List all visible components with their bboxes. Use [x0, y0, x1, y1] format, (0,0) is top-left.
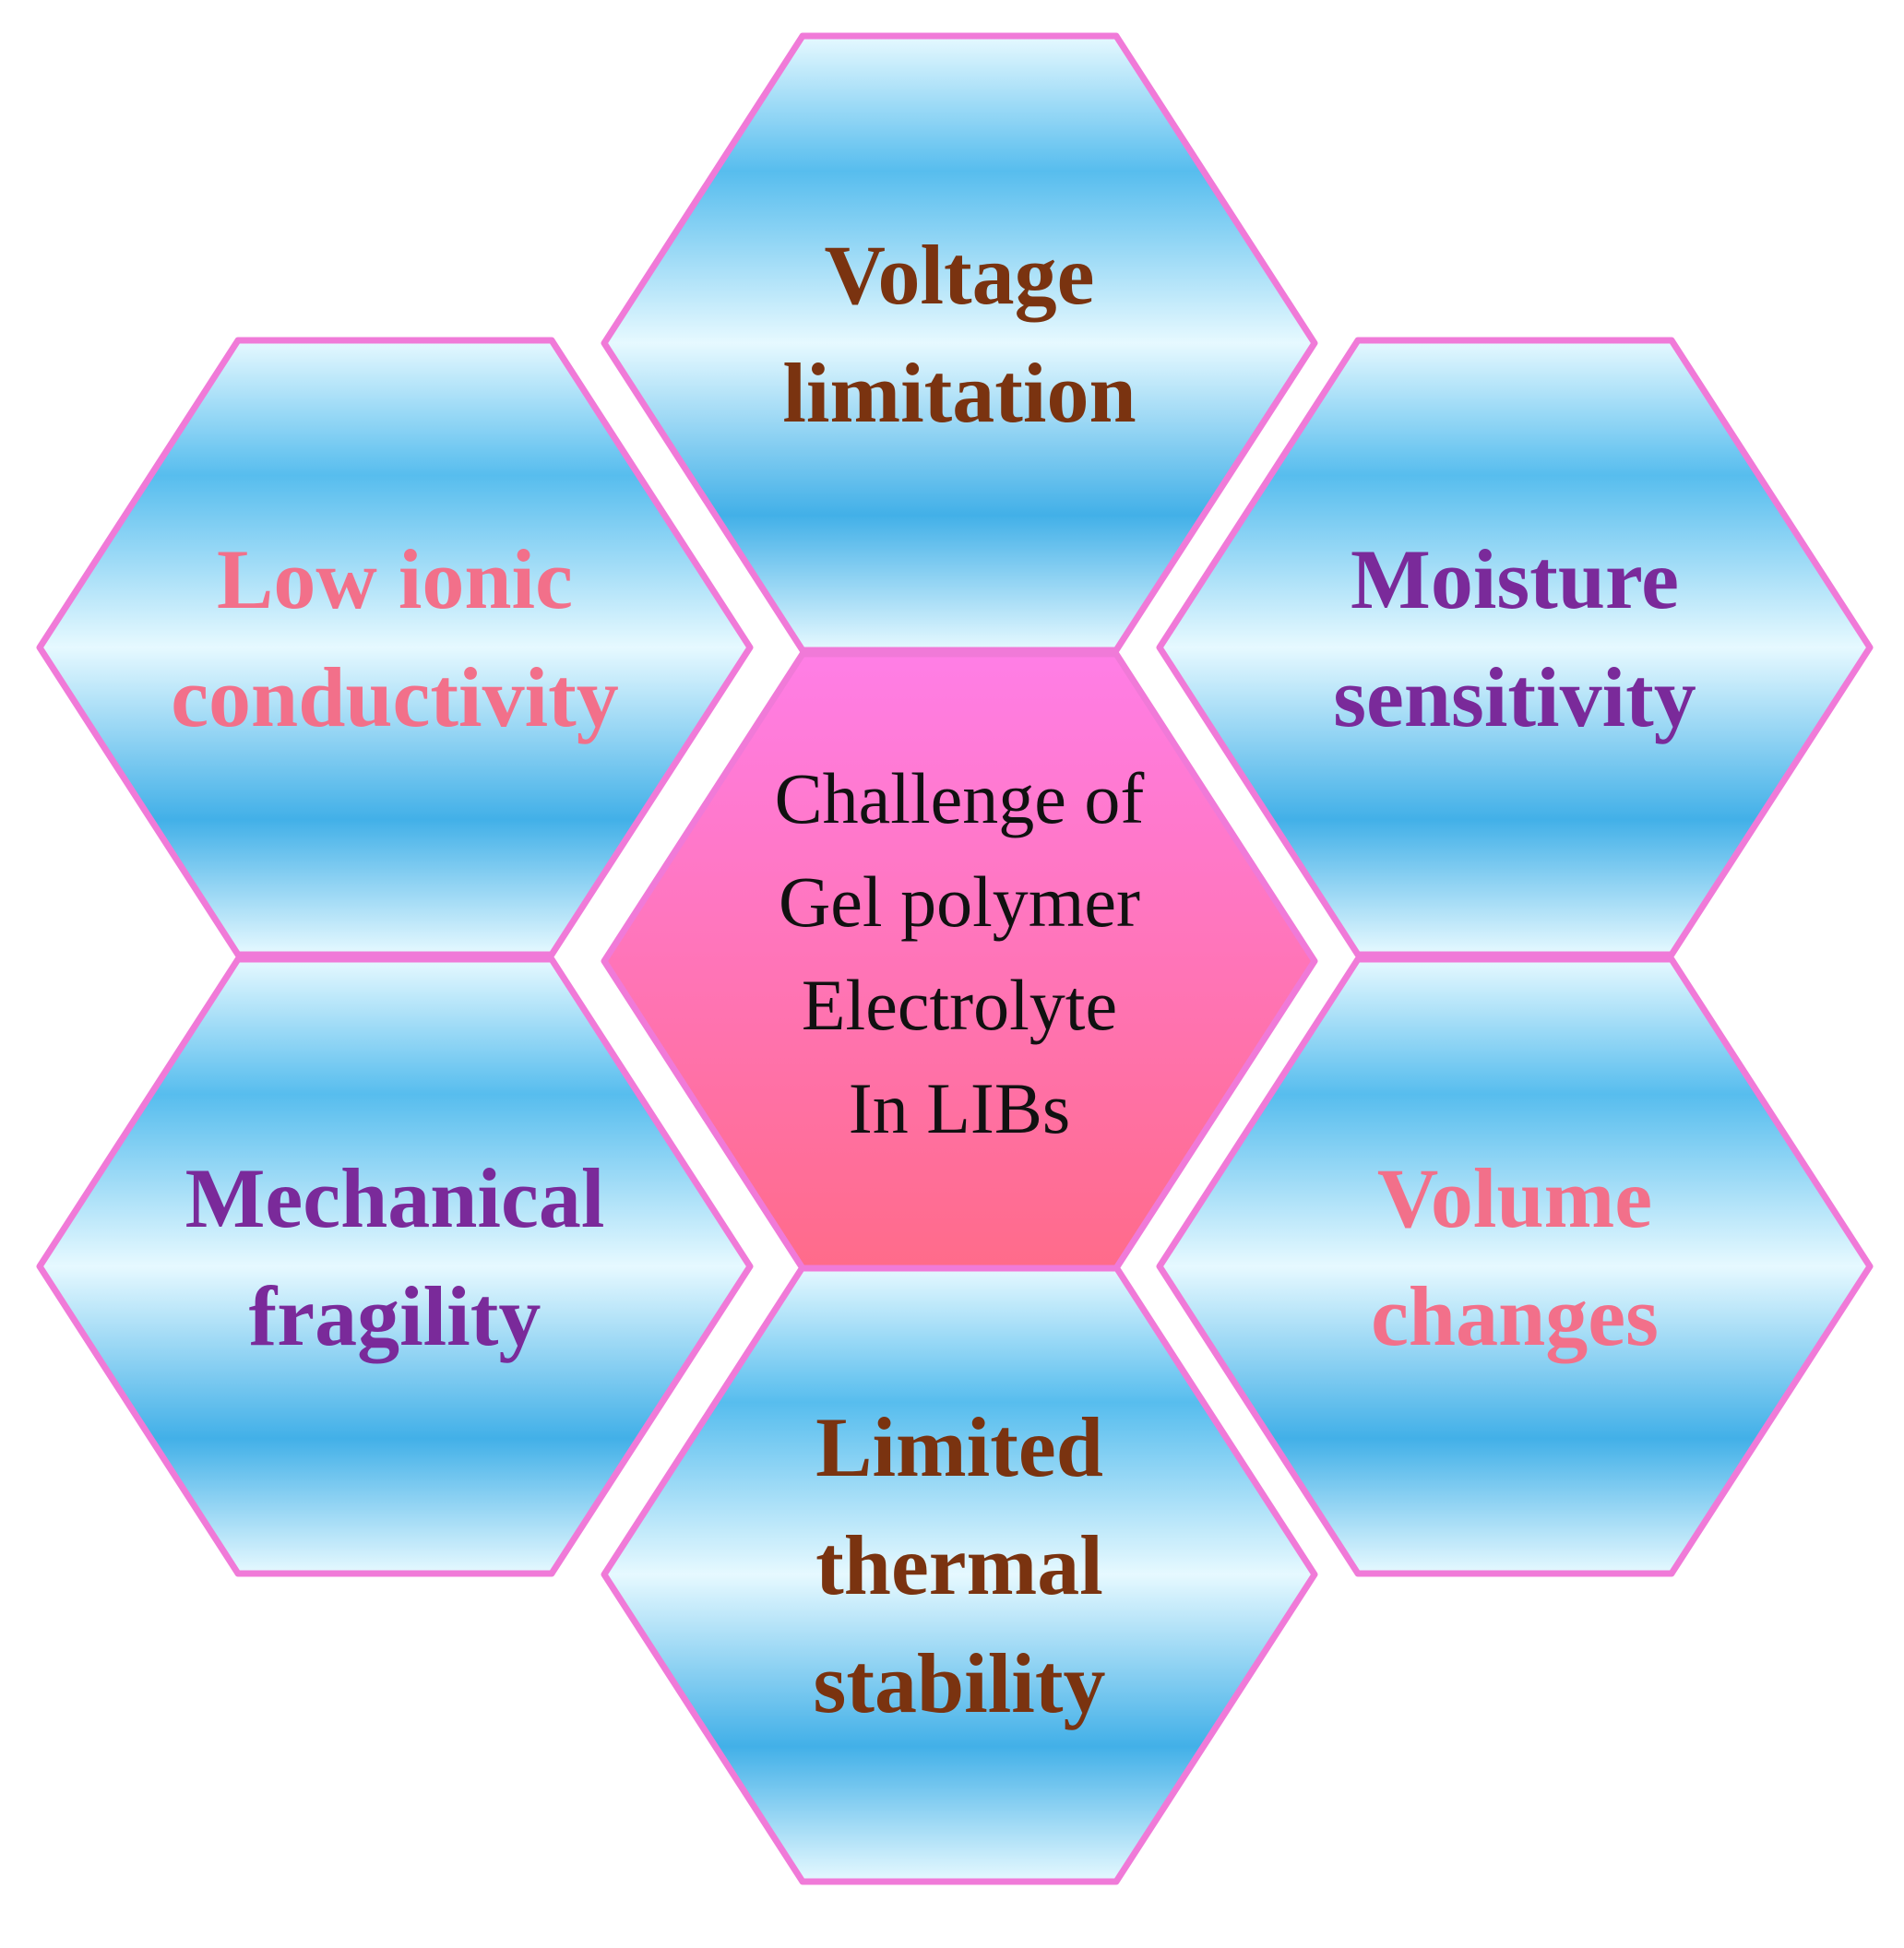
label-volume-changes-line-1: Volume — [1377, 1151, 1652, 1245]
hexagon-volume-changes: Volume changes — [1156, 956, 1874, 1577]
label-mechanical-fragility-line-1: Mechanical — [185, 1151, 605, 1245]
center-title-line-1: Challenge of — [775, 758, 1145, 838]
hexagon-limited-thermal-stability: Limited thermal stability — [601, 1264, 1318, 1885]
hexagon-shape-center — [601, 650, 1318, 1272]
label-limited-thermal-stability-line-2: thermal — [815, 1518, 1103, 1612]
label-voltage-limitation-line-1: Voltage — [824, 228, 1094, 322]
hexagon-shape-mechanical-fragility — [36, 956, 754, 1577]
label-low-ionic-conductivity-line-2: conductivity — [171, 650, 619, 744]
hexagon-shape-volume-changes — [1156, 956, 1874, 1577]
hexagon-voltage-limitation: Voltage limitation — [601, 32, 1318, 654]
label-limited-thermal-stability-line-3: stability — [814, 1636, 1106, 1730]
label-low-ionic-conductivity-line-1: Low ionic — [217, 532, 573, 626]
hexagon-shape-low-ionic-conductivity — [36, 337, 754, 958]
label-moisture-sensitivity-line-1: Moisture — [1351, 532, 1679, 626]
center-title-line-4: In LIBs — [849, 1068, 1070, 1148]
hexagon-low-ionic-conductivity: Low ionic conductivity — [36, 337, 754, 958]
center-title-line-3: Electrolyte — [802, 965, 1117, 1045]
hexagon-moisture-sensitivity: Moisture sensitivity — [1156, 337, 1874, 958]
hexagon-shape-voltage-limitation — [601, 32, 1318, 654]
label-mechanical-fragility-line-2: fragility — [249, 1269, 541, 1363]
label-limited-thermal-stability-line-1: Limited — [815, 1400, 1103, 1494]
label-moisture-sensitivity-line-2: sensitivity — [1333, 650, 1696, 744]
hexagon-mechanical-fragility: Mechanical fragility — [36, 956, 754, 1577]
label-voltage-limitation-line-2: limitation — [782, 346, 1136, 440]
hexagon-shape-moisture-sensitivity — [1156, 337, 1874, 958]
label-volume-changes-line-2: changes — [1371, 1269, 1659, 1363]
center-title-line-2: Gel polymer — [779, 861, 1140, 942]
